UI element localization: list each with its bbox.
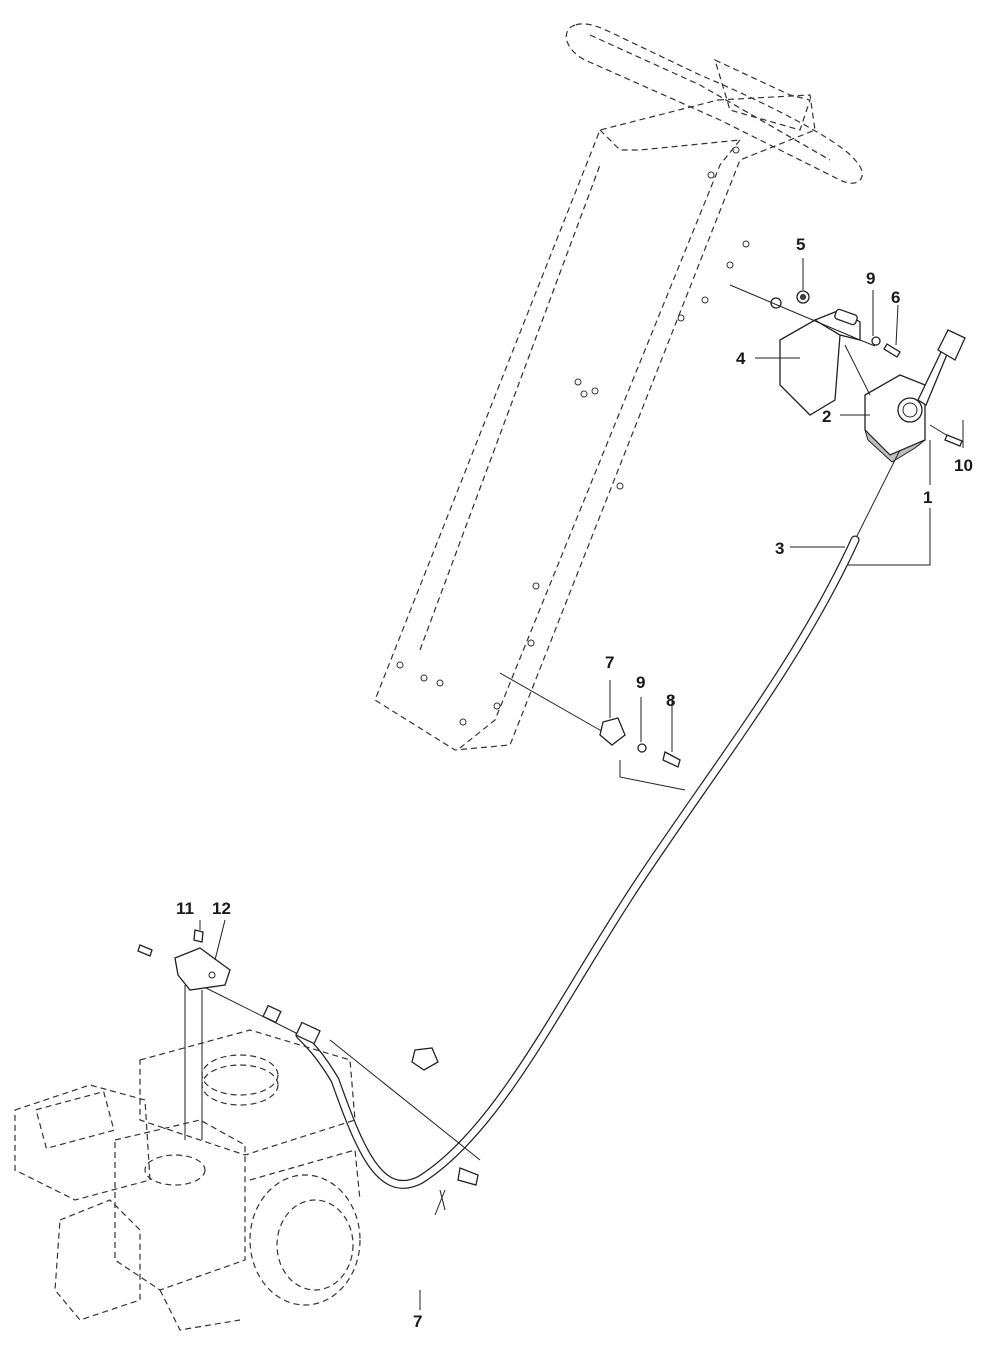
callout-5: 5 — [796, 235, 805, 254]
callout-10: 10 — [954, 456, 973, 475]
callout-7-middle: 7 — [605, 653, 614, 672]
callout-4: 4 — [736, 349, 746, 368]
exploded-centerlines-upper — [729, 284, 949, 437]
leader-lines — [184, 258, 964, 1310]
throttle-lever-housing — [864, 329, 966, 463]
engine-throttle-bracket — [137, 929, 231, 991]
hardware-fasteners-upper — [770, 290, 963, 447]
cable-clamp-lower — [329, 1039, 481, 1211]
cable-clamp-middle — [499, 672, 681, 768]
callout-1: 1 — [923, 488, 932, 507]
callout-3: 3 — [775, 539, 784, 558]
handlebar-outline — [565, 23, 863, 184]
callout-8: 8 — [666, 691, 675, 710]
callout-9-upper: 9 — [866, 269, 875, 288]
throttle-cable — [199, 449, 901, 1189]
callout-2: 2 — [822, 407, 831, 426]
engine-outline — [14, 1029, 361, 1331]
callout-11: 11 — [176, 899, 194, 918]
callout-6: 6 — [891, 288, 900, 307]
handle-tube-outline — [374, 94, 816, 751]
callout-7-lower: 7 — [413, 1312, 422, 1331]
callout-9-middle: 9 — [636, 673, 645, 692]
callout-labels: 5 9 6 4 2 10 1 3 7 9 8 11 12 7 — [176, 235, 973, 1331]
mounting-bracket — [779, 308, 861, 416]
callout-12: 12 — [212, 899, 231, 918]
